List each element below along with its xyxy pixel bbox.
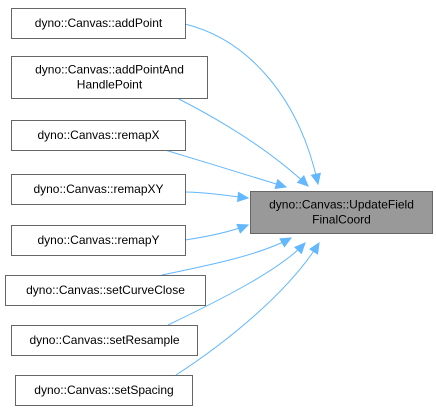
node-label: dyno::Canvas::remapX: [37, 128, 159, 142]
node-box: [250, 191, 433, 234]
call-edge: [167, 242, 306, 326]
arrow-head-icon: [308, 241, 320, 255]
node-label: dyno::Canvas::setSpacing: [34, 383, 173, 397]
caller-node[interactable]: dyno::Canvas::remapY: [11, 225, 186, 256]
arrow-head-icon: [236, 223, 250, 234]
arrow-head-icon: [236, 191, 250, 203]
arrow-head-icon: [310, 172, 321, 186]
caller-node[interactable]: dyno::Canvas::remapX: [11, 120, 186, 151]
node-box: [11, 120, 186, 151]
call-edge-line: [184, 23, 319, 185]
node-label: dyno::Canvas::addPointAnd: [35, 63, 184, 77]
node-label: dyno::Canvas::remapXY: [33, 182, 163, 196]
call-edge: [184, 191, 250, 203]
nodes: dyno::Canvas::addPointdyno::Canvas::addP…: [5, 8, 433, 406]
call-edge: [161, 237, 293, 276]
node-label: dyno::Canvas::remapY: [37, 233, 159, 247]
call-edge-line: [164, 149, 287, 188]
node-label: dyno::Canvas::UpdateField: [269, 198, 414, 212]
node-box: [15, 375, 193, 406]
arrow-head-icon: [279, 237, 293, 248]
call-edge-line: [175, 242, 320, 376]
node-box: [11, 174, 186, 205]
call-edge-line: [161, 237, 292, 276]
node-box: [11, 8, 186, 39]
node-label: dyno::Canvas::setResample: [29, 333, 179, 347]
call-edge: [184, 223, 250, 241]
arrow-head-icon: [296, 174, 309, 187]
node-box: [11, 56, 208, 99]
node-box: [11, 225, 186, 256]
call-edge-line: [167, 242, 306, 326]
edges: [161, 23, 321, 376]
caller-node[interactable]: dyno::Canvas::addPoint: [11, 8, 186, 39]
caller-node[interactable]: dyno::Canvas::setResample: [11, 325, 198, 356]
call-edge: [176, 97, 309, 187]
caller-node[interactable]: dyno::Canvas::remapXY: [11, 174, 186, 205]
node-label: HandlePoint: [77, 78, 143, 92]
call-edge-line: [176, 97, 309, 187]
caller-node[interactable]: dyno::Canvas::setSpacing: [15, 375, 193, 406]
node-label: dyno::Canvas::addPoint: [35, 16, 163, 30]
node-label: FinalCoord: [312, 213, 371, 227]
arrow-head-icon: [274, 178, 288, 189]
node-box: [5, 275, 206, 306]
call-edge: [184, 23, 321, 186]
node-box: [11, 325, 198, 356]
call-edge: [175, 241, 320, 376]
call-edge: [164, 149, 288, 189]
arrow-head-icon: [293, 242, 306, 255]
node-label: dyno::Canvas::setCurveClose: [26, 283, 185, 297]
caller-node[interactable]: dyno::Canvas::setCurveClose: [5, 275, 206, 306]
